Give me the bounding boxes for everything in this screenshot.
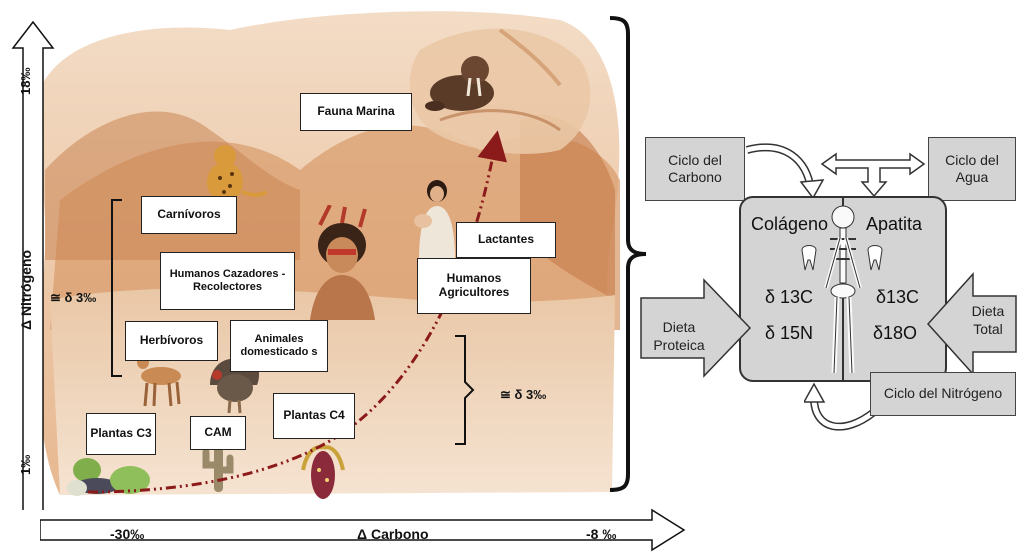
x-axis-arrow [40,508,686,552]
d13c-left-label: δ 13C [765,287,814,307]
d18o-label: δ18O [873,323,918,343]
animales-domesticados-box: Animales domesticado s [230,320,328,372]
mother-baby-icon [414,180,455,261]
d15n-label: δ 15N [765,323,814,343]
x-axis-title: Δ Carbono [357,526,429,542]
x-axis-left-label: -30‰ [110,526,145,542]
left-delta-label: ≅ δ 3‰ [50,290,97,305]
x-axis-right-label: -8 ‰ [586,526,617,542]
y-axis-arrow [11,20,55,510]
dieta-total-label: Dieta Total [971,303,1005,338]
apatita-label: Apatita [866,214,923,234]
plantas-c4-box: Plantas C4 [273,393,355,439]
d13c-right-label: δ13C [876,287,920,307]
right-bracket [455,335,475,445]
ciclo-carbono-box: Ciclo del Carbono [645,137,745,201]
vegetables-icon [67,458,150,496]
indigenous-person-icon [310,205,375,320]
carnivoros-box: Carnívoros [141,196,237,234]
right-delta-label: ≅ δ 3‰ [500,387,547,402]
tooth-icon [867,245,883,271]
dieta-proteica-arrow [640,278,752,378]
walrus-icon [425,56,494,111]
left-bracket [111,199,122,377]
ciclo-agua-box: Ciclo del Agua [928,137,1016,201]
jaguar-icon [207,145,268,202]
humanos-agricultores-box: Humanos Agricultores [417,258,531,314]
dieta-total-arrow [927,272,1017,376]
humanos-cazadores-box: Humanos Cazadores - Recolectores [160,252,295,310]
tooth-icon [801,245,817,271]
large-brace [609,16,647,492]
herbivoros-box: Herbívoros [125,321,218,361]
skeleton-icon [824,205,862,374]
dieta-proteica-label: Dieta Proteica [653,319,705,354]
lactantes-box: Lactantes [456,222,556,258]
corn-icon [301,445,345,499]
fauna-marina-box: Fauna Marina [300,93,412,131]
colageno-label: Colágeno [751,214,829,234]
nitrogen-cycle-arrow [804,382,877,431]
trend-curve [87,130,508,494]
plantas-c3-box: Plantas C3 [86,413,156,455]
carbon-cycle-arrow [745,143,825,200]
ciclo-nitrogeno-box: Ciclo del Nitrógeno [870,372,1016,416]
water-cycle-arrow [820,152,926,198]
cam-box: CAM [190,416,246,450]
